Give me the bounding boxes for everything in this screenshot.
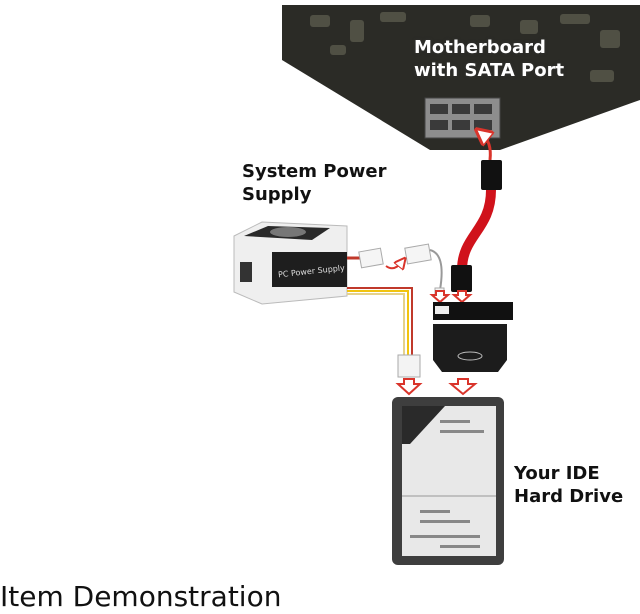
- hard-drive-label-line1: Your IDE: [514, 463, 600, 484]
- arrow-molex-link-icon: [385, 262, 402, 268]
- molex-connector-hdd: [397, 354, 421, 378]
- power-supply-label: System Power Supply: [242, 160, 387, 207]
- motherboard-label: Motherboard with SATA Port: [414, 36, 564, 83]
- motherboard-label-line1: Motherboard: [414, 37, 546, 58]
- sata-cable: [451, 160, 502, 292]
- hard-drive-label: Your IDE Hard Drive: [514, 462, 623, 509]
- sata-port-block: [424, 97, 501, 139]
- motherboard-label-line2: with SATA Port: [414, 60, 565, 82]
- power-supply-label-line2: Supply: [242, 184, 312, 206]
- ide-hard-drive: [392, 397, 504, 565]
- arrow-down-icon: [451, 290, 473, 304]
- power-supply-label-line1: System Power: [242, 161, 387, 182]
- molex-connector-female: [404, 243, 432, 265]
- caption: Item Demonstration: [0, 580, 282, 613]
- arrow-down-icon: [448, 378, 478, 396]
- arrow-down-icon: [429, 290, 451, 304]
- molex-connector-male: [358, 247, 384, 269]
- arrow-to-sata-port-icon: [482, 134, 490, 161]
- molex-cable: [347, 243, 445, 378]
- hard-drive-label-line2: Hard Drive: [514, 486, 624, 508]
- power-supply: PC Power Supply: [233, 221, 348, 305]
- ide-sata-adapter: [433, 302, 513, 372]
- arrow-down-icon: [395, 378, 423, 396]
- motherboard: [282, 5, 640, 150]
- down-arrows: [395, 290, 478, 396]
